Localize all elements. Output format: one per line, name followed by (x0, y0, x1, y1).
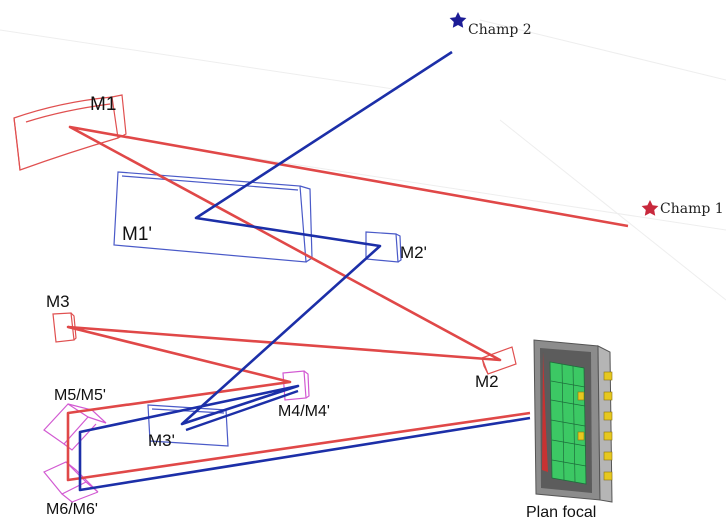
red-star-icon (641, 200, 659, 216)
label-m3: M3 (46, 292, 70, 311)
focal-plane-detector (533, 339, 613, 503)
construction-lines (0, 19, 726, 301)
label-m5: M5/M5' (54, 387, 106, 404)
beam-field-2 (78, 50, 531, 492)
mirror-m5 (43, 403, 107, 451)
label-m2: M2 (475, 372, 499, 391)
beam-field-1 (66, 125, 629, 482)
label-focal-plane: Plan focal (526, 504, 596, 520)
label-m1: M1 (90, 94, 116, 115)
beam-field-2-fan (185, 389, 299, 432)
mirror-m1 (13, 94, 127, 171)
label-m3-prime: M3' (148, 431, 175, 450)
label-m2-prime: M2' (400, 243, 427, 262)
label-m4: M4/M4' (278, 403, 330, 420)
mirror-m2 (481, 346, 517, 375)
mirror-m6 (43, 461, 99, 503)
label-field-2: Champ 2 (468, 22, 532, 38)
label-m6: M6/M6' (46, 501, 98, 518)
mirror-m1-prime (113, 171, 313, 263)
label-m1-prime: M1' (122, 224, 152, 245)
blue-star-icon (449, 12, 467, 28)
mirror-m2-prime (365, 231, 402, 263)
label-field-1: Champ 1 (660, 201, 724, 217)
